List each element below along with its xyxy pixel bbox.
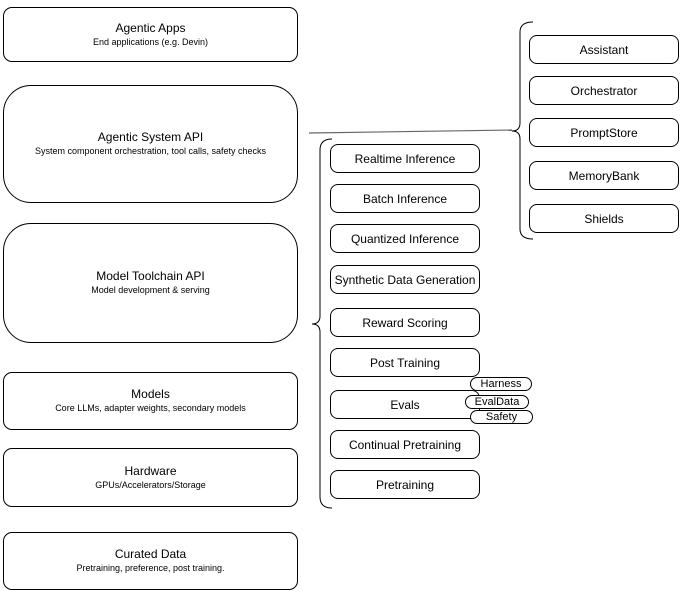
layer-title: Agentic System API: [97, 130, 204, 144]
toolchain-box-evals: Evals: [330, 390, 480, 419]
layer-box-hardware: Hardware GPUs/Accelerators/Storage: [3, 448, 298, 507]
layer-title: Models: [131, 387, 170, 401]
layer-title: Curated Data: [114, 547, 187, 561]
layer-box-agentic-system-api: Agentic System API System component orch…: [3, 85, 298, 203]
toolchain-box-reward-scoring: Reward Scoring: [330, 308, 480, 337]
layer-subtitle: Pretraining, preference, post training.: [76, 563, 225, 573]
component-box-shields: Shields: [529, 204, 679, 233]
toolchain-box-synthetic-data-generation: Synthetic Data Generation: [330, 265, 480, 294]
toolchain-box-realtime-inference: Realtime Inference: [330, 144, 480, 173]
layer-box-curated-data: Curated Data Pretraining, preference, po…: [3, 532, 298, 590]
layer-box-models: Models Core LLMs, adapter weights, secon…: [3, 372, 298, 430]
toolchain-box-batch-inference: Batch Inference: [330, 184, 480, 213]
component-box-memorybank: MemoryBank: [529, 161, 679, 190]
layer-subtitle: GPUs/Accelerators/Storage: [95, 479, 206, 490]
layer-subtitle: Model development & serving: [91, 285, 210, 295]
layer-box-agentic-apps: Agentic Apps End applications (e.g. Devi…: [3, 7, 298, 62]
layer-title: Hardware: [124, 463, 177, 478]
layer-title: Agentic Apps: [115, 20, 186, 35]
eval-tag-harness: Harness: [470, 377, 532, 391]
eval-tag-evaldata: EvalData: [465, 395, 529, 409]
layer-title: Model Toolchain API: [96, 269, 205, 283]
component-box-assistant: Assistant: [529, 35, 679, 64]
layer-subtitle: System component orchestration, tool cal…: [34, 146, 267, 156]
component-box-orchestrator: Orchestrator: [529, 76, 679, 105]
layer-subtitle: Core LLMs, adapter weights, secondary mo…: [55, 403, 246, 413]
toolchain-box-quantized-inference: Quantized Inference: [330, 224, 480, 253]
layer-subtitle: End applications (e.g. Devin): [92, 36, 209, 47]
toolchain-box-pretraining: Pretraining: [330, 470, 480, 499]
layer-box-model-toolchain-api: Model Toolchain API Model development & …: [3, 223, 298, 343]
api-to-components-connector: [308, 129, 513, 134]
toolchain-group-bracket: [311, 138, 333, 509]
toolchain-box-post-training: Post Training: [330, 348, 480, 377]
toolchain-box-continual-pretraining: Continual Pretraining: [330, 430, 480, 459]
component-box-promptstore: PromptStore: [529, 118, 679, 147]
eval-tag-safety: Safety: [470, 410, 533, 424]
